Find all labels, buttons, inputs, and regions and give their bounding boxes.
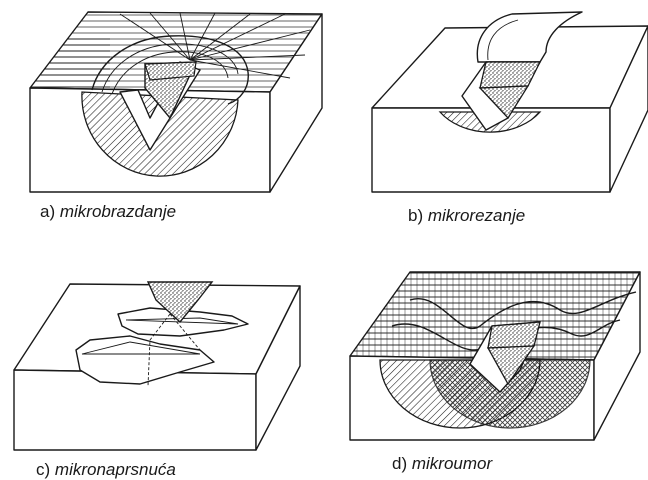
caption-d-prefix: d) <box>392 454 407 473</box>
caption-d-label: mikroumor <box>412 454 492 473</box>
caption-panel-d: d) mikroumor <box>392 454 492 474</box>
